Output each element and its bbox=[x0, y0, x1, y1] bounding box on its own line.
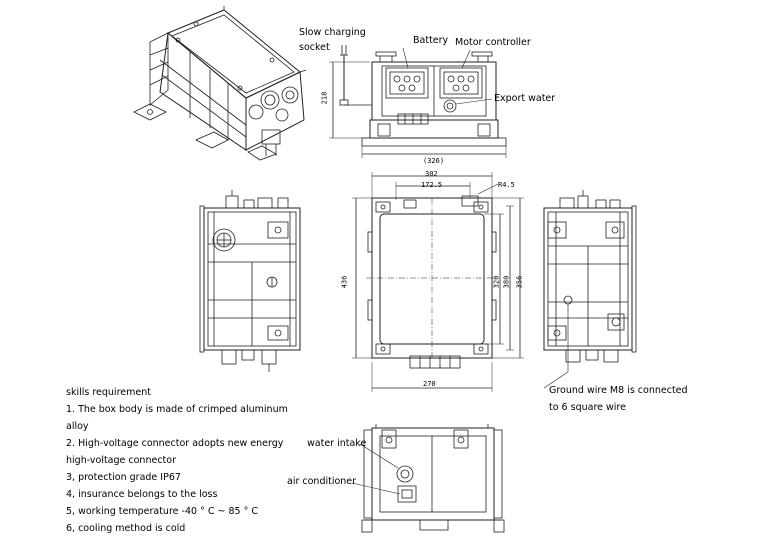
ground-wire-bolt bbox=[563, 295, 573, 305]
bottom-view bbox=[351, 424, 505, 533]
spec-line: 6, cooling method is cold bbox=[66, 523, 186, 534]
motor-controller-connector bbox=[443, 71, 479, 95]
dim-top-width-outer: 302 bbox=[425, 170, 438, 178]
top-view bbox=[352, 172, 524, 392]
spec-line: alloy bbox=[66, 421, 89, 432]
isometric-view bbox=[133, 6, 307, 161]
air-conditioner-connector bbox=[397, 485, 417, 503]
skills-requirement: skills requirement 1. The box body is ma… bbox=[66, 384, 288, 537]
front-view bbox=[329, 45, 507, 158]
callout-battery: Battery bbox=[413, 35, 449, 46]
dim-top-width-inner: 172.5 bbox=[421, 181, 443, 189]
callout-motor-controller: Motor controller bbox=[455, 37, 531, 48]
spec-line: high-voltage connector bbox=[66, 455, 176, 466]
side-view-left bbox=[199, 190, 301, 372]
dim-front-width: (326) bbox=[423, 157, 445, 165]
callout-water-intake: water intake bbox=[307, 438, 367, 449]
dim-top-height-inner: 356 bbox=[515, 275, 524, 289]
spec-line: 1. The box body is made of crimped alumi… bbox=[66, 404, 288, 415]
spec-line: 4, insurance belongs to the loss bbox=[66, 489, 218, 500]
side-view-right bbox=[543, 190, 637, 389]
callout-slow-charging-socket-2: socket bbox=[299, 42, 330, 53]
spec-line: 3, protection grade IP67 bbox=[66, 472, 181, 483]
spec-line: 5, working temperature -40 ° C ~ 85 ° C bbox=[66, 506, 258, 517]
callout-slow-charging-socket-1: Slow charging bbox=[299, 27, 366, 38]
water-intake-port bbox=[396, 465, 414, 483]
dim-bottom-width: 270 bbox=[423, 380, 436, 388]
callout-ground-wire-2: to 6 square wire bbox=[549, 402, 626, 413]
dim-top-height-outer: 436 bbox=[340, 275, 349, 289]
spec-line: 2. High-voltage connector adopts new ene… bbox=[66, 438, 284, 449]
callout-ground-wire-1: Ground wire M8 is connected bbox=[549, 385, 688, 396]
dim-top-height-mid: 380 bbox=[502, 275, 511, 289]
callout-air-conditioner: air conditioner bbox=[287, 476, 357, 487]
battery-connector bbox=[389, 71, 425, 95]
export-water-port bbox=[443, 99, 457, 113]
dim-front-height: 218 bbox=[320, 91, 329, 105]
skills-requirement-title: skills requirement bbox=[66, 387, 151, 398]
callout-export-water: Export water bbox=[494, 93, 556, 104]
dim-hole: R4.5 bbox=[498, 181, 515, 189]
